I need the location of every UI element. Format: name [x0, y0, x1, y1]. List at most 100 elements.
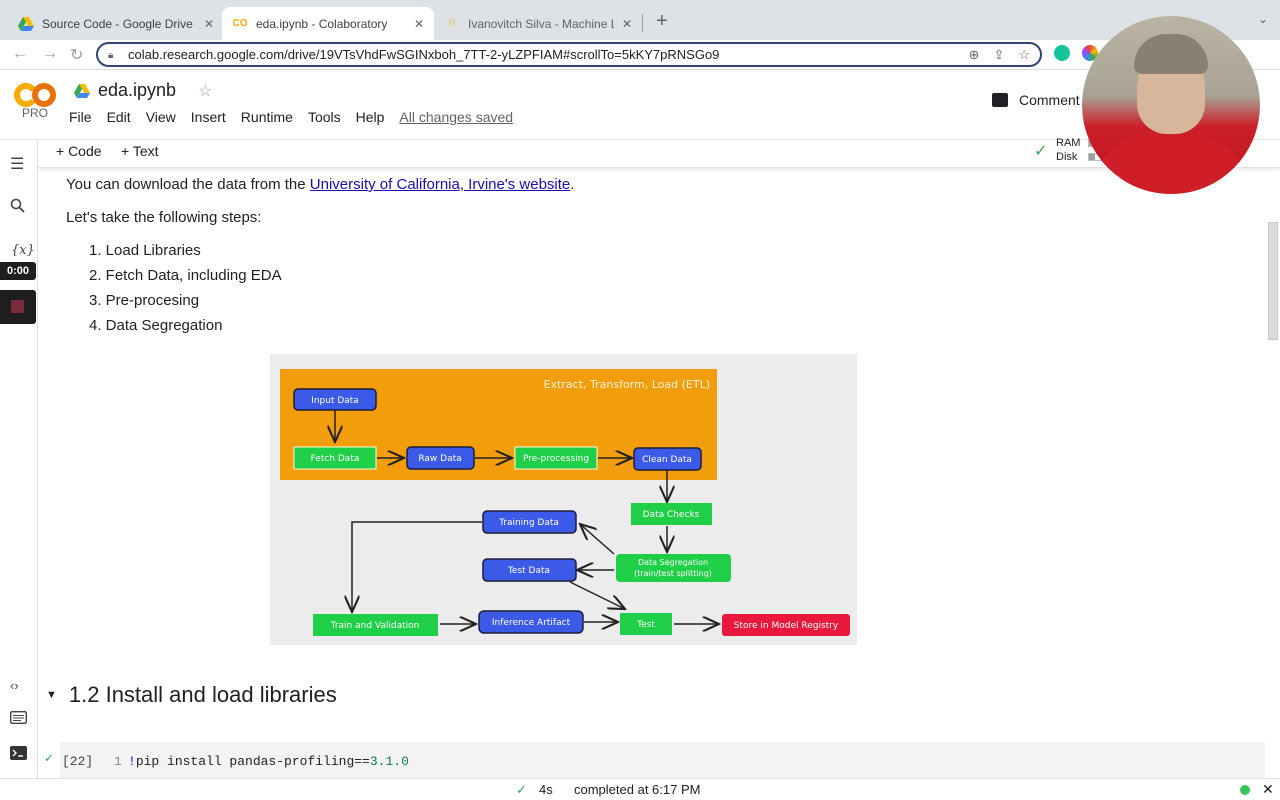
menu-file[interactable]: File — [69, 109, 92, 125]
colab-icon: CO — [232, 18, 248, 29]
add-code-button[interactable]: + Code — [56, 143, 102, 159]
code-line[interactable]: !pip install pandas-profiling==3.1.0 — [128, 754, 409, 769]
runtime-connected-indicator — [1240, 785, 1250, 795]
browser-toolbar: ← → ↻ 🔒︎ colab.research.google.com/drive… — [0, 40, 1280, 70]
menu-tools[interactable]: Tools — [307, 109, 341, 125]
close-tab-icon[interactable]: ✕ — [203, 16, 214, 31]
svg-text:Raw Data: Raw Data — [418, 454, 461, 464]
variables-icon[interactable]: {x} — [11, 243, 35, 258]
section-heading: ▼ 1.2 Install and load libraries — [46, 682, 337, 707]
bookmark-star-icon[interactable]: ☆ — [1018, 47, 1030, 62]
google-drive-icon — [74, 83, 90, 98]
search-icon[interactable] — [10, 198, 25, 217]
svg-text:Pre-processing: Pre-processing — [523, 454, 589, 464]
menu-insert[interactable]: Insert — [190, 109, 226, 125]
svg-text:Input Data: Input Data — [311, 396, 359, 406]
presenter-hair — [1134, 34, 1208, 74]
add-text-button[interactable]: + Text — [121, 143, 159, 159]
comment-button[interactable]: Comment — [992, 92, 1080, 108]
node-train-and-validation: Train and Validation — [313, 614, 438, 636]
close-tab-icon[interactable]: ✕ — [621, 16, 632, 31]
line-number: 1 — [114, 754, 122, 769]
comment-label: Comment — [1019, 92, 1080, 108]
completed-check-icon: ✓ — [516, 782, 527, 797]
back-arrow-icon[interactable]: ← — [12, 45, 28, 62]
table-of-contents-icon[interactable]: ☰ — [10, 156, 25, 173]
colab-header: PRO eda.ipynb ☆ File Edit View Insert Ru… — [0, 70, 1280, 140]
colab-logo-icon — [14, 83, 56, 107]
code-snippets-icon[interactable]: ‹› — [10, 678, 19, 693]
notebook-title[interactable]: eda.ipynb — [98, 80, 177, 100]
terminal-icon[interactable] — [10, 746, 27, 764]
step-item: 3. Pre-procesing — [89, 292, 200, 309]
stop-recording-button[interactable] — [0, 290, 36, 324]
node-fetch-data: Fetch Data — [293, 446, 377, 470]
command-palette-icon[interactable] — [9, 710, 28, 728]
stop-icon — [11, 300, 24, 313]
save-status-link[interactable]: All changes saved — [399, 109, 514, 125]
svg-text:Fetch Data: Fetch Data — [311, 454, 360, 464]
forward-arrow-icon[interactable]: → — [42, 45, 58, 62]
execution-duration: 4s — [539, 782, 553, 797]
node-clean-data: Clean Data — [633, 447, 702, 471]
share-icon[interactable]: ⇪ — [993, 47, 1005, 62]
svg-text:Inference Artifact: Inference Artifact — [492, 618, 571, 628]
download-paragraph: You can download the data from the Unive… — [66, 176, 575, 193]
browser-tab-strip: Source Code - Google Drive ✕ CO eda.ipyn… — [0, 0, 1280, 40]
node-test: Test — [620, 613, 672, 635]
tab-title: Ivanovitch Silva - Machine Lear — [468, 16, 614, 31]
node-store-in-model-registry: Store in Model Registry — [722, 614, 850, 636]
svg-text:Train and Validation: Train and Validation — [330, 621, 420, 631]
uci-website-link[interactable]: University of California, Irvine's websi… — [309, 176, 571, 193]
svg-text:Training Data: Training Data — [498, 518, 559, 528]
zoom-icon[interactable]: ⊕ — [968, 47, 980, 62]
svg-text:Data Checks: Data Checks — [643, 510, 700, 520]
code-cell[interactable]: ✓ [22] 1 !pip install pandas-profiling==… — [44, 742, 1265, 778]
presenter-body — [1092, 134, 1250, 194]
grammarly-extension-icon[interactable] — [1054, 45, 1070, 61]
tab-separator — [642, 14, 643, 32]
tab-ivanovitch-silva[interactable]: ⁞⁞ Ivanovitch Silva - Machine Lear ✕ — [434, 7, 642, 40]
tab-colab[interactable]: CO eda.ipynb - Colaboratory ✕ — [222, 7, 434, 40]
step-item: 1. Load Libraries — [89, 242, 201, 259]
tab-google-drive[interactable]: Source Code - Google Drive ✕ — [8, 7, 224, 40]
svg-text:Store in Model Registry: Store in Model Registry — [734, 621, 839, 631]
new-tab-button[interactable]: + — [656, 10, 668, 32]
svg-text:Data Segregation: Data Segregation — [638, 558, 708, 567]
url-text: colab.research.google.com/drive/19VTsVhd… — [128, 47, 720, 62]
svg-text:Clean Data: Clean Data — [642, 455, 692, 465]
arrow — [580, 524, 615, 555]
close-status-icon[interactable]: ✕ — [1262, 781, 1274, 797]
tab-search-chevron-icon[interactable]: ⌄ — [1257, 12, 1268, 26]
website-icon: ⁞⁞ — [448, 18, 456, 29]
reload-icon[interactable]: ↻ — [70, 47, 84, 64]
tab-title: Source Code - Google Drive — [42, 16, 193, 31]
comment-icon — [992, 93, 1008, 107]
color-picker-extension-icon[interactable] — [1082, 45, 1098, 61]
ml-pipeline-diagram: Extract, Transform, Load (ETL) Input Dat… — [270, 354, 857, 645]
vertical-scrollbar[interactable] — [1268, 222, 1278, 340]
address-bar[interactable]: 🔒︎ colab.research.google.com/drive/19VTs… — [96, 42, 1042, 67]
lock-icon: 🔒︎ — [108, 49, 114, 61]
status-bar: ✓ 4s completed at 6:17 PM ✕ — [0, 778, 1280, 800]
collapse-section-triangle-icon[interactable]: ▼ — [46, 689, 57, 701]
menu-runtime[interactable]: Runtime — [240, 109, 293, 125]
executed-check-icon: ✓ — [44, 751, 55, 765]
execution-count: [22] — [62, 754, 94, 769]
menu-bar: File Edit View Insert Runtime Tools Help… — [69, 109, 528, 125]
star-icon[interactable]: ☆ — [198, 82, 213, 100]
tab-title: eda.ipynb - Colaboratory — [256, 16, 388, 31]
left-sidebar-rail: ☰ {x} 0:00 ‹› — [0, 140, 38, 800]
execution-status-text: completed at 6:17 PM — [574, 782, 701, 797]
close-tab-icon[interactable]: ✕ — [413, 16, 424, 31]
svg-text:(train/test splitting): (train/test splitting) — [634, 569, 712, 578]
node-input-data: Input Data — [293, 388, 377, 411]
menu-edit[interactable]: Edit — [106, 109, 131, 125]
menu-view[interactable]: View — [145, 109, 176, 125]
menu-help[interactable]: Help — [355, 109, 385, 125]
notebook-content: You can download the data from the Unive… — [38, 168, 1280, 778]
node-pre-processing: Pre-processing — [514, 446, 598, 470]
recording-timer: 0:00 — [0, 262, 36, 280]
step-item: 2. Fetch Data, including EDA — [89, 267, 282, 284]
node-test-data: Test Data — [482, 558, 577, 582]
